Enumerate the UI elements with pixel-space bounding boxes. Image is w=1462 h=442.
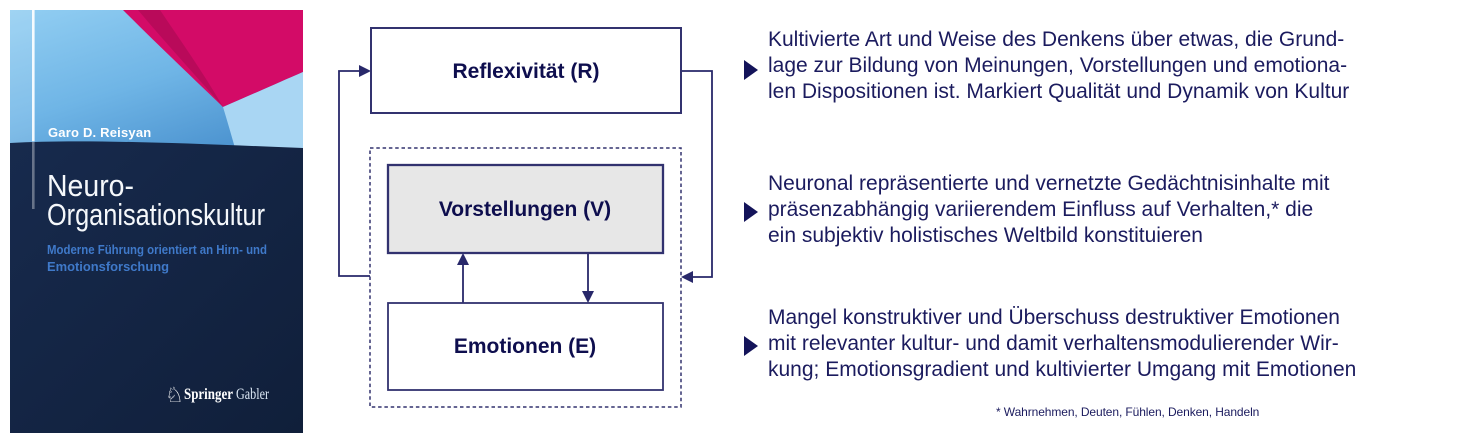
box-emotionen bbox=[387, 302, 664, 391]
springer-logo: ♘ Springer Gabler bbox=[165, 384, 270, 407]
footnote: * Wahrnehmen, Deuten, Fühlen, Denken, Ha… bbox=[996, 405, 1260, 419]
bullet-triangle-icon bbox=[744, 202, 758, 222]
loop-line-left bbox=[338, 70, 370, 277]
bullet-triangle-icon bbox=[744, 60, 758, 80]
description-vorstellungen: Neuronal repräsentierte und vernetzte Ge… bbox=[768, 172, 1330, 247]
rve-diagram: Reflexivität (R) Vorstellungen (V) Emoti… bbox=[338, 27, 713, 408]
book-cover: Garo D. Reisyan Neuro- Organisationskult… bbox=[10, 10, 303, 433]
box-vorstellungen bbox=[386, 163, 665, 255]
cover-title-line1: Neuro- bbox=[47, 168, 134, 203]
arrowhead-up-icon bbox=[457, 253, 469, 265]
cover-magenta-shade bbox=[138, 10, 223, 107]
cover-subtitle-line1: Moderne Führung orientiert an Hirn- und bbox=[47, 242, 267, 257]
box-reflexivitaet bbox=[370, 27, 682, 114]
box-vorstellungen-label: Vorstellungen (V) bbox=[439, 198, 611, 221]
feedback-loop-lines bbox=[338, 70, 713, 303]
dashed-loop-boundary bbox=[369, 147, 682, 408]
arrowhead-down-icon bbox=[582, 291, 594, 303]
cover-subtitle-line2: Emotionsforschung bbox=[47, 259, 169, 274]
cover-spine bbox=[10, 10, 32, 155]
cover-author: Garo D. Reisyan bbox=[48, 125, 151, 140]
cover-stripe bbox=[32, 10, 35, 141]
arrowhead-into-loop-icon bbox=[681, 271, 693, 283]
springer-horse-icon: ♘ bbox=[165, 384, 184, 407]
description-emotionen: Mangel konstruktiver und Überschuss dest… bbox=[768, 306, 1357, 381]
cover-navy-area bbox=[10, 141, 303, 433]
arrowhead-into-reflexivitaet-icon bbox=[359, 65, 371, 77]
publisher-suffix: Gabler bbox=[236, 386, 270, 403]
box-reflexivitaet-label: Reflexivität (R) bbox=[452, 60, 599, 83]
bullet-triangle-icon bbox=[744, 336, 758, 356]
box-emotionen-label: Emotionen (E) bbox=[454, 335, 596, 358]
cover-title-line2: Organisationskultur bbox=[47, 197, 265, 232]
publisher-name: Springer bbox=[184, 386, 233, 403]
cover-stripe-fade bbox=[32, 141, 35, 209]
loop-line-right bbox=[681, 70, 713, 278]
description-reflexivitaet: Kultivierte Art und Weise des Denkens üb… bbox=[768, 28, 1350, 103]
cover-lightblue-corner bbox=[223, 72, 303, 148]
